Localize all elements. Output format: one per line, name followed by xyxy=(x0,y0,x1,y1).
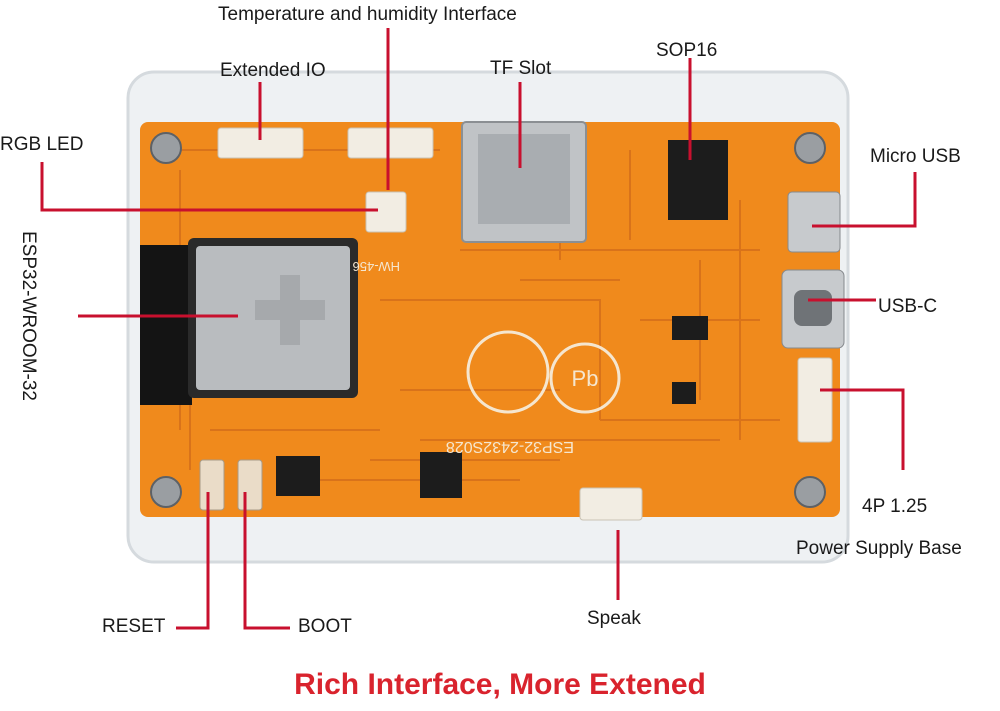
sop16-chip xyxy=(668,140,728,220)
label-rgb-led: RGB LED xyxy=(0,134,84,155)
hw-mark: HW-456 xyxy=(353,259,400,274)
callout-micro-usb xyxy=(812,172,917,228)
pb-free-mark xyxy=(549,342,621,414)
rgb-led xyxy=(365,191,407,233)
label-extended-io: Extended IO xyxy=(220,60,326,81)
callout-boot xyxy=(243,492,290,630)
label-tf-slot: TF Slot xyxy=(490,58,552,79)
pcb-board xyxy=(140,122,840,517)
screws xyxy=(150,132,826,508)
esp32-logo-mark xyxy=(255,275,325,345)
label-reset: RESET xyxy=(102,616,166,637)
chip xyxy=(276,456,320,496)
label-speak: Speak xyxy=(587,608,641,629)
speaker-connector xyxy=(579,487,643,521)
callout-rgb-led xyxy=(40,162,378,212)
chip xyxy=(672,316,708,340)
label-sop16: SOP16 xyxy=(656,40,718,61)
power-4p-connector xyxy=(797,357,833,443)
temp-humidity-connector xyxy=(347,127,434,159)
module-antenna-strip xyxy=(140,245,192,405)
label-power-4p: 4P 1.25 xyxy=(862,496,928,517)
label-power-base: Power Supply Base xyxy=(796,538,962,559)
chip xyxy=(420,452,462,498)
caption: Rich Interface, More Extened xyxy=(294,668,706,701)
rohs-mark xyxy=(466,330,550,414)
micro-usb-port xyxy=(787,191,841,253)
boot-button xyxy=(237,459,263,511)
pb-text: Pb xyxy=(572,366,599,391)
callout-4p xyxy=(820,388,905,470)
callout-reset xyxy=(176,492,210,630)
reset-button xyxy=(199,459,225,511)
label-micro-usb: Micro USB xyxy=(870,146,961,167)
label-usb-c: USB-C xyxy=(878,296,938,317)
callout-lines xyxy=(40,28,917,630)
label-temp-humidity: Temperature and humidity Interface xyxy=(218,4,517,25)
label-boot: BOOT xyxy=(298,616,352,637)
label-esp32: ESP32-WROOM-32 xyxy=(17,231,39,401)
chip xyxy=(672,382,696,404)
model-silkscreen: ESP32-2432S028 xyxy=(446,438,574,455)
